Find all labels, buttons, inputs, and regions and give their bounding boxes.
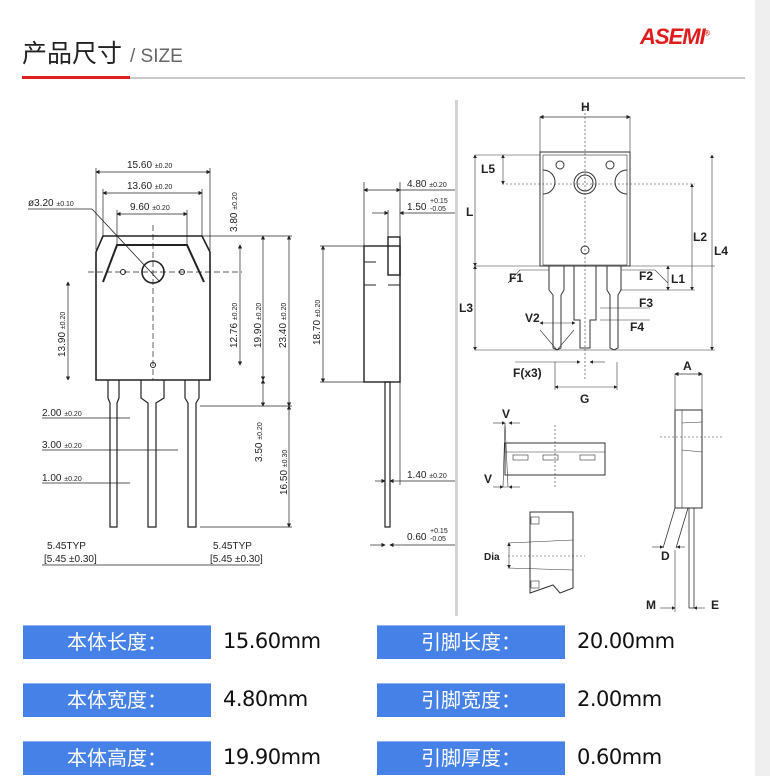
- title-text: 产品尺寸: [22, 39, 123, 68]
- spec-value-body-height: 19.90mm: [223, 745, 321, 769]
- side-view: [320, 182, 455, 548]
- label-Dia: Dia: [484, 552, 500, 563]
- label-L5: L5: [481, 162, 495, 176]
- spec-label-body-width: 本体宽度：: [23, 683, 211, 717]
- generic-package-view: [473, 105, 722, 612]
- dim-overall: 23.40 ±0.20: [278, 303, 289, 348]
- label-F4: F4: [630, 320, 644, 334]
- spec-label-body-length: 本体长度：: [23, 625, 211, 659]
- label-M: M: [646, 598, 656, 612]
- spec-value-lead-thickness: 0.60mm: [577, 745, 662, 769]
- spec-value-body-length: 15.60mm: [223, 629, 321, 653]
- label-V2: V2: [525, 311, 540, 325]
- label-F3: F3: [639, 296, 653, 310]
- dim-tab-thick-plus: +0.15: [430, 198, 448, 205]
- side-view-labels: 4.80 ±0.20 1.50 +0.15 -0.05 18.70 ±0.20 …: [312, 179, 448, 543]
- generic-view-labels: H L5 L L2 L4 L1 F1 F2 L3 F3 F4 V2 F(x3) …: [459, 100, 728, 612]
- dim-width-total: 15.60 ±0.20: [127, 160, 172, 171]
- header-divider: [22, 77, 745, 79]
- label-L3: L3: [459, 301, 473, 315]
- page-title: 产品尺寸 / SIZE: [22, 34, 183, 70]
- dim-lower-body: 13.90 ±0.20: [57, 312, 68, 357]
- dim-lead-w-narrow: 1.00 ±0.20: [42, 473, 82, 484]
- dim-hole-to-bottom: 12.76 ±0.20: [229, 303, 240, 348]
- dim-lead-w-mid: 3.00 ±0.20: [42, 440, 82, 451]
- asemi-logo: ASEMI®: [640, 24, 710, 50]
- label-E: E: [711, 598, 719, 612]
- label-V-bottom: V: [484, 472, 492, 486]
- dim-pitch-right-tol: [5.45 ±0.30]: [210, 554, 263, 565]
- label-G: G: [580, 392, 589, 406]
- label-L4: L4: [714, 244, 728, 258]
- label-L1: L1: [671, 272, 685, 286]
- front-view: [28, 168, 292, 566]
- label-F2: F2: [639, 269, 653, 283]
- dim-tab-thick-minus: -0.05: [430, 206, 446, 213]
- dim-lead-thick: 0.60: [407, 532, 427, 543]
- logo-text: ASEMI: [640, 24, 706, 49]
- dim-pitch-left: 5.45TYP: [47, 541, 86, 552]
- label-L2: L2: [693, 230, 707, 244]
- spec-label-body-height: 本体高度：: [23, 741, 211, 775]
- dim-pitch-left-tol: [5.45 ±0.30]: [44, 554, 97, 565]
- label-F1: F1: [509, 271, 523, 285]
- label-V-top: V: [502, 407, 510, 421]
- dim-pitch-right: 5.45TYP: [213, 541, 252, 552]
- right-scroll-strip: [755, 0, 770, 776]
- dimension-drawings: 15.60 ±0.20 13.60 ±0.20 9.60 ±0.20 ø3.20…: [28, 100, 728, 612]
- title-subtitle: / SIZE: [129, 46, 183, 67]
- dim-thickness: 4.80 ±0.20: [407, 179, 447, 190]
- dim-tab-thick: 1.50: [407, 202, 427, 213]
- label-D: D: [661, 549, 670, 563]
- label-A: A: [683, 359, 692, 373]
- dim-tab-height: 3.80 ±0.20: [229, 192, 240, 232]
- spec-value-lead-width: 2.00mm: [577, 687, 662, 711]
- label-F-x3: F(x3): [513, 366, 542, 380]
- dim-lead-thick-minus: -0.05: [430, 536, 446, 543]
- dim-hole-dia: ø3.20 ±0.10: [28, 198, 74, 209]
- spec-label-lead-width: 引脚宽度：: [377, 683, 565, 717]
- dim-lead-w-wide: 2.00 ±0.20: [42, 408, 82, 419]
- label-L: L: [466, 205, 473, 219]
- dim-body-height: 19.90 ±0.20: [253, 303, 264, 348]
- spec-label-lead-thickness: 引脚厚度：: [377, 741, 565, 775]
- registered-mark: ®: [704, 30, 710, 38]
- dim-lead-thick-plus: +0.15: [430, 528, 448, 535]
- spec-label-lead-length: 引脚长度：: [377, 625, 565, 659]
- label-H: H: [581, 100, 590, 114]
- dim-lead-shoulder: 3.50 ±0.20: [254, 422, 265, 462]
- spec-value-lead-length: 20.00mm: [577, 629, 675, 653]
- dim-body-len: 18.70 ±0.20: [312, 300, 323, 345]
- drawing-divider: [455, 100, 458, 616]
- dim-lead-length: 16.50 ±0.30: [279, 450, 290, 495]
- dim-lead-offset: 1.40 ±0.20: [407, 470, 447, 481]
- front-view-labels: 15.60 ±0.20 13.60 ±0.20 9.60 ±0.20 ø3.20…: [28, 160, 290, 565]
- spec-value-body-width: 4.80mm: [223, 687, 308, 711]
- dim-width-inner: 9.60 ±0.20: [130, 202, 170, 213]
- dim-width-mid: 13.60 ±0.20: [127, 181, 172, 192]
- header-accent-bar: [22, 76, 130, 79]
